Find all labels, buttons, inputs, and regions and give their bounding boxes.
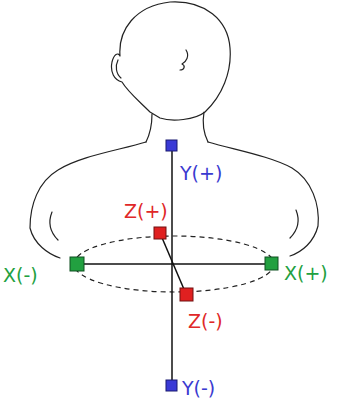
axis-label: X(-) [3,264,38,286]
axis-label: Y(+) [180,162,222,184]
axis-label: X(+) [284,262,328,284]
axis-label: Y(-) [182,377,215,399]
axis-label: Z(-) [188,310,223,332]
axis-label: Z(+) [124,200,168,222]
